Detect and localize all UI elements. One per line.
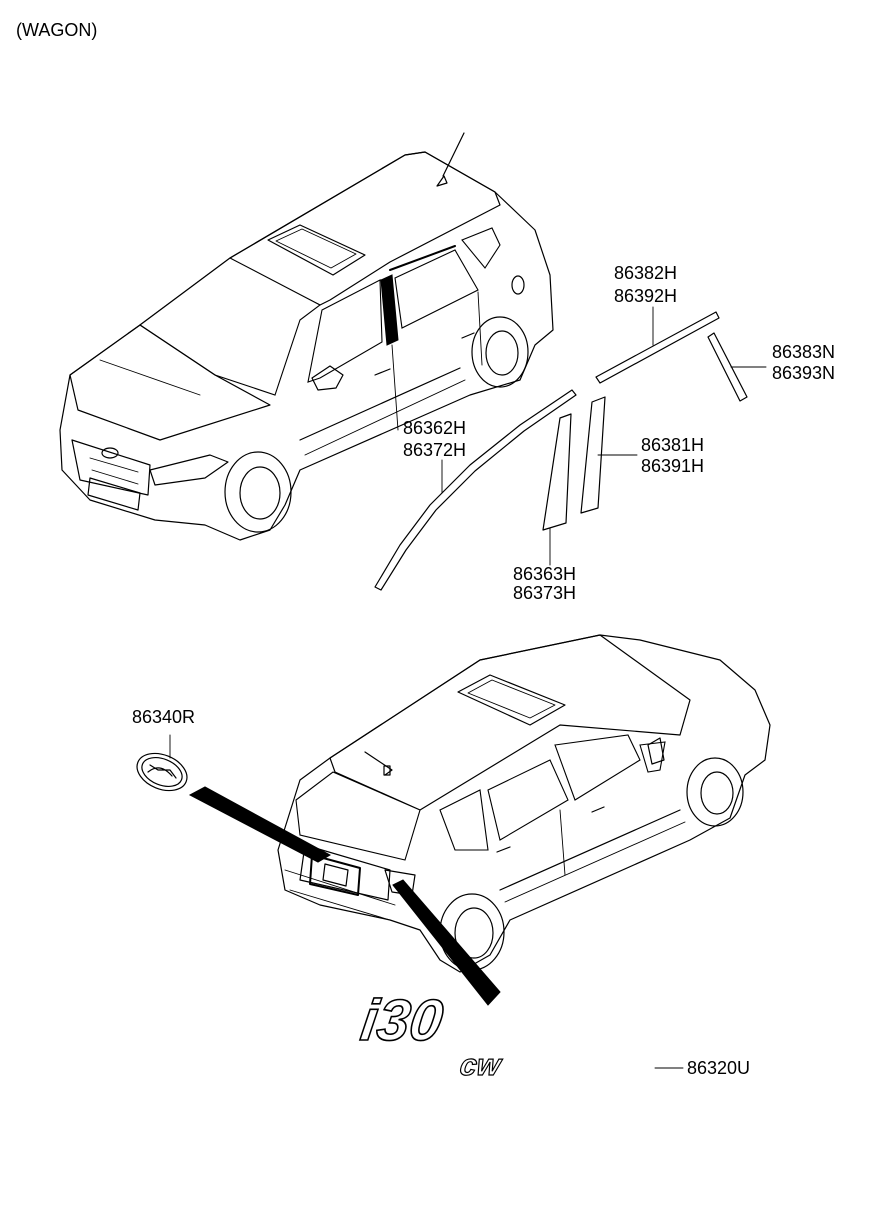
pillar-tape-rear — [580, 396, 606, 514]
pillar-tape-front — [542, 413, 572, 531]
part-label-86363h: 86363H — [513, 564, 577, 584]
i30cw-badge: i30 cw — [356, 987, 684, 1083]
part-label-86381h: 86381H — [641, 435, 705, 455]
wedge-to-logo — [188, 786, 332, 863]
part-label-86320u: 86320U — [687, 1058, 751, 1078]
emblem-i30-text: i30 — [357, 988, 447, 1053]
rear-delta-molding — [707, 332, 748, 402]
drip-molding-front — [374, 389, 577, 591]
drip-molding-rear — [595, 311, 720, 384]
hyundai-logo-emblem — [136, 734, 188, 792]
part-label-86383n: 86383N — [772, 342, 836, 362]
molding-parts — [374, 306, 767, 591]
wedge-to-badge — [392, 879, 501, 1006]
part-label-86391h: 86391H — [641, 456, 705, 476]
part-label-86372h: 86372H — [403, 440, 467, 460]
part-label-86392h: 86392H — [614, 286, 678, 306]
part-label-86362h: 86362H — [403, 418, 467, 438]
header-label: (WAGON) — [16, 20, 98, 40]
car-rear-view — [277, 634, 771, 973]
car-front-view — [59, 132, 554, 541]
emblem-cw-text: cw — [458, 1049, 505, 1082]
leader-wedges — [188, 786, 501, 1006]
part-label-86382h: 86382H — [614, 263, 678, 283]
part-label-86393n: 86393N — [772, 363, 836, 383]
part-label-86340r: 86340R — [132, 707, 196, 727]
part-label-86373h: 86373H — [513, 583, 577, 603]
